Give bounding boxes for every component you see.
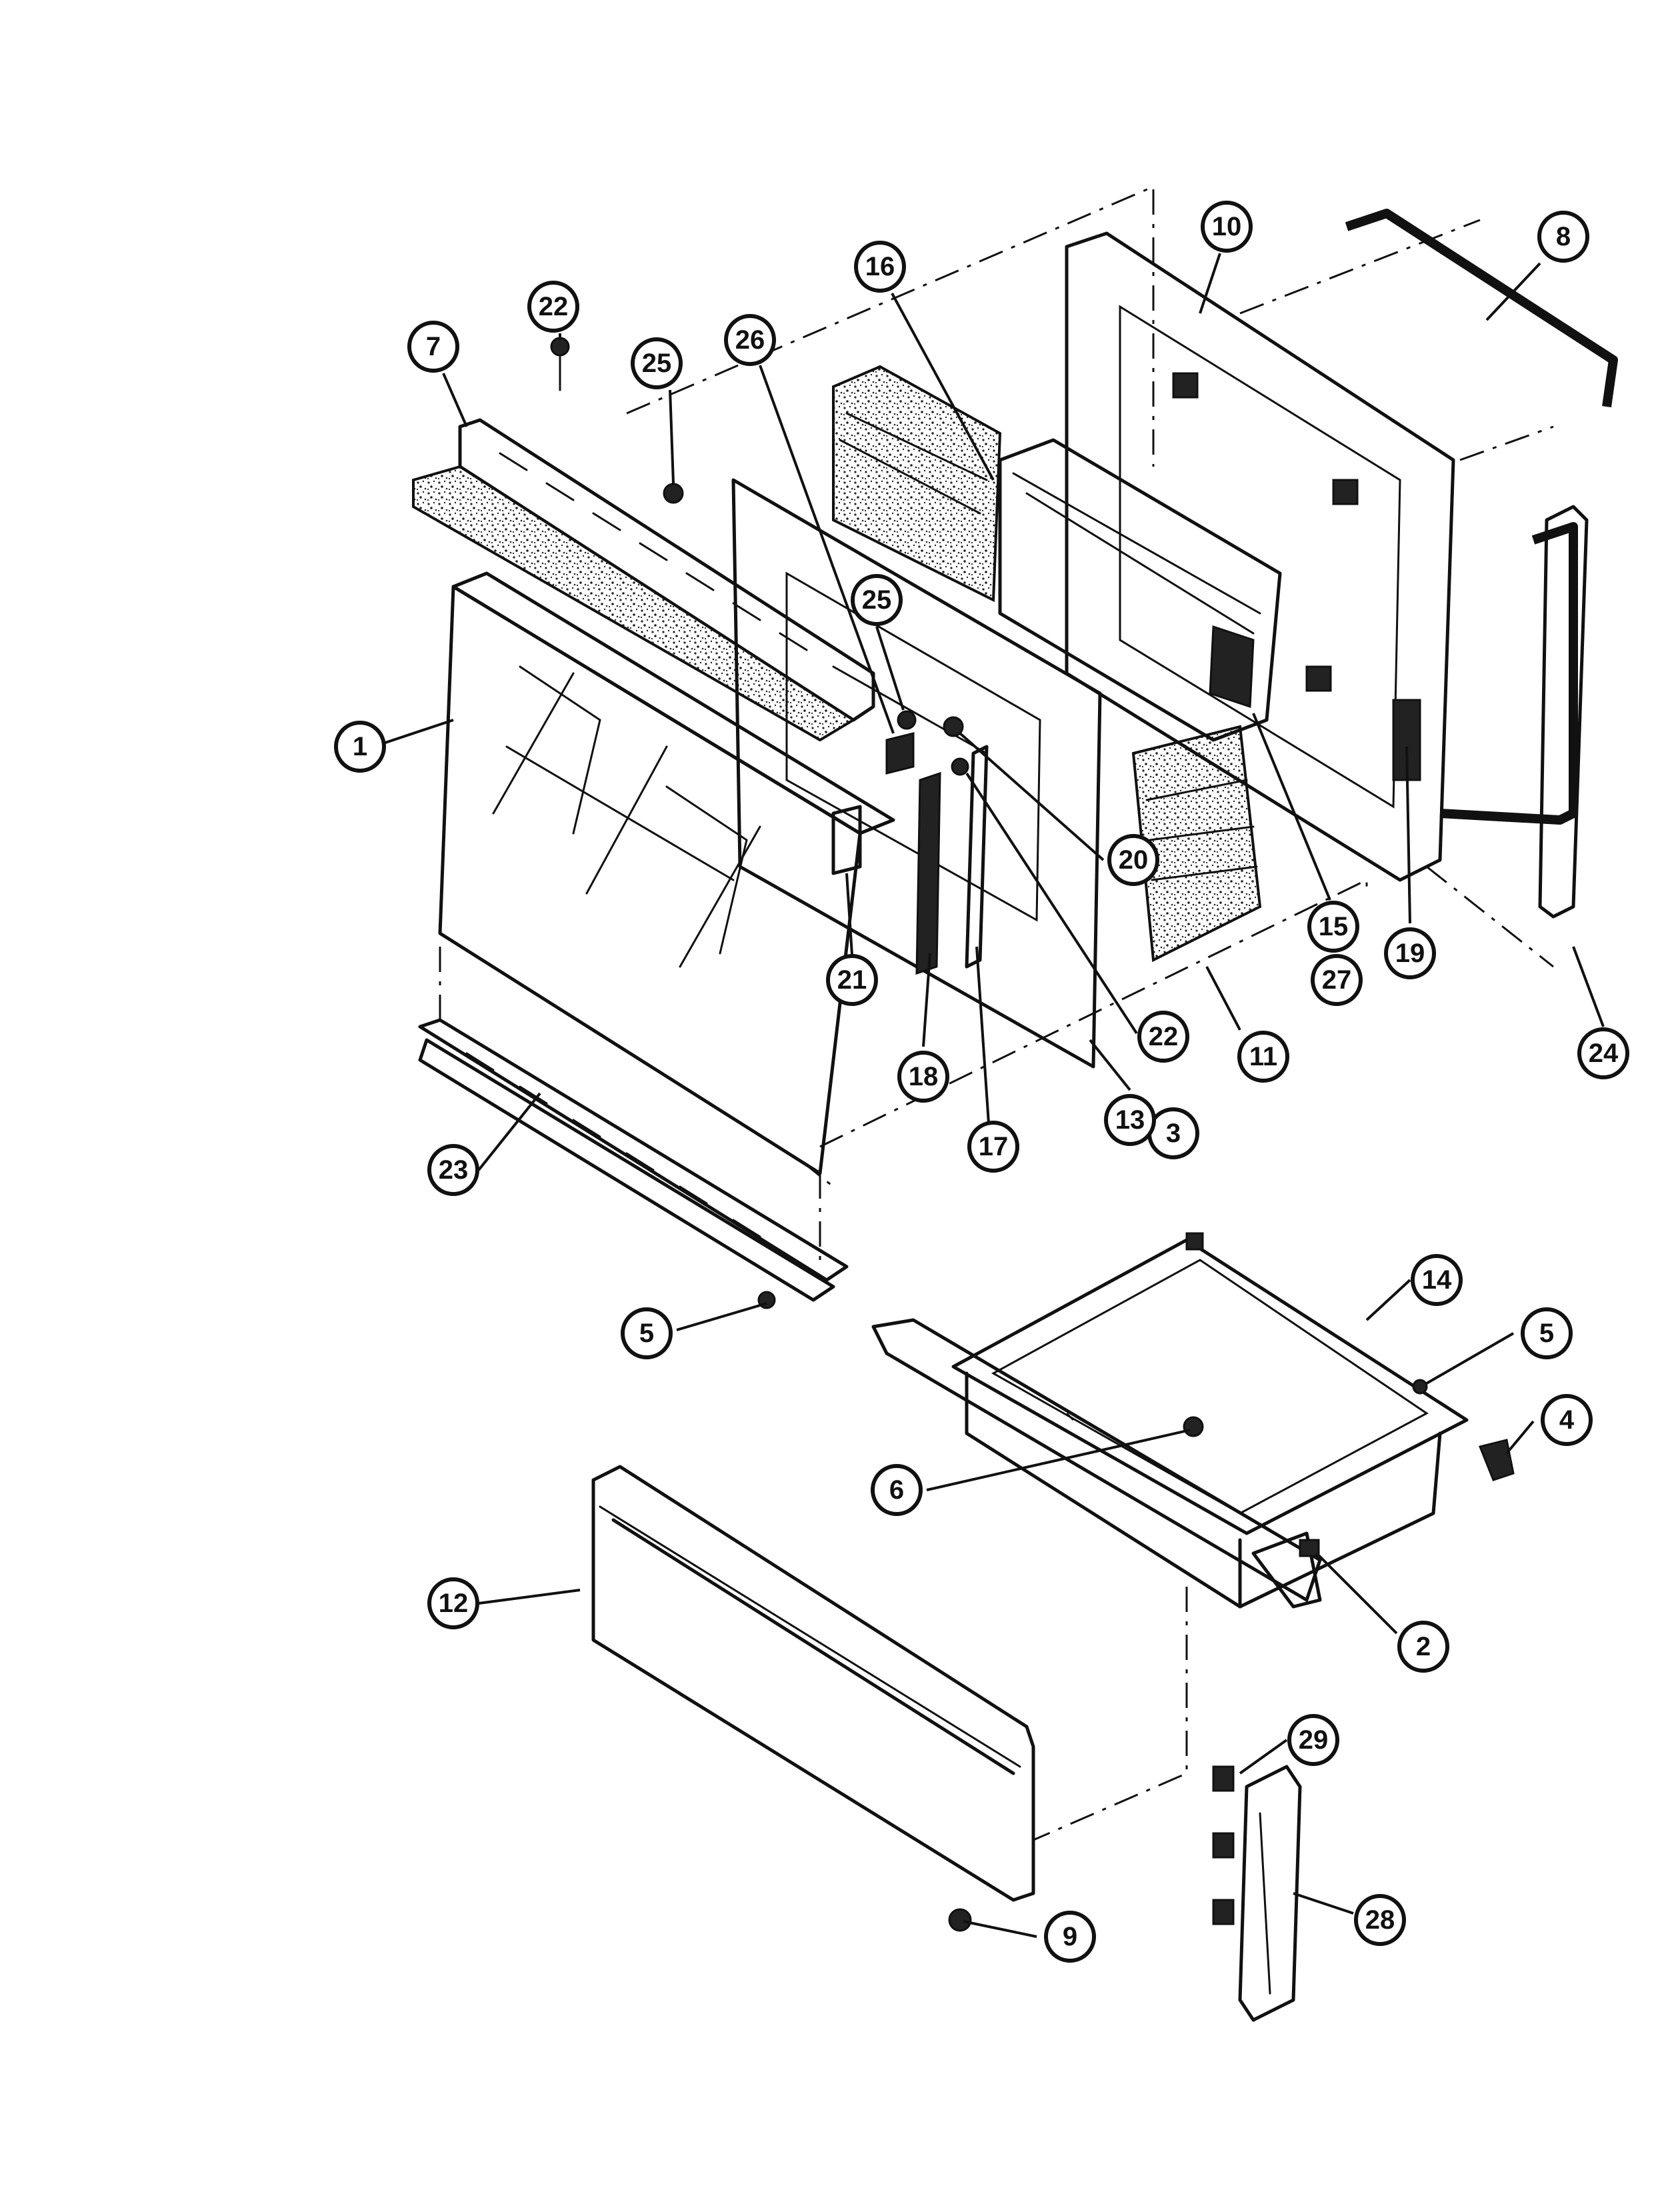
hinge-part-17 xyxy=(965,745,989,969)
callout-27-label: 27 xyxy=(1322,965,1352,995)
callout-leaders xyxy=(383,253,1605,1938)
callout-8: 8 xyxy=(1537,211,1589,263)
callout-8-label: 8 xyxy=(1556,222,1571,251)
callout-16-label: 16 xyxy=(865,252,895,281)
clip-part-26 xyxy=(885,732,915,775)
callout-13-label: 13 xyxy=(1115,1105,1145,1135)
callout-18-label: 18 xyxy=(909,1062,939,1091)
door-side-trim-part-24 xyxy=(1538,505,1589,919)
top-trim-slots xyxy=(499,452,808,651)
callout-14: 14 xyxy=(1411,1254,1463,1306)
callout-25-mid: 25 xyxy=(851,574,903,626)
callout-7-label: 7 xyxy=(426,332,441,361)
callout-11: 11 xyxy=(1237,1031,1289,1083)
door-liner-frame-part-10 xyxy=(1065,231,1455,882)
callout-11-label: 11 xyxy=(1249,1042,1277,1071)
callout-20-label: 20 xyxy=(1119,845,1149,875)
callout-1-label: 1 xyxy=(353,732,367,761)
callout-25-top: 25 xyxy=(631,337,683,389)
callout-23-label: 23 xyxy=(439,1155,469,1185)
callout-26: 26 xyxy=(724,314,776,366)
callout-23: 23 xyxy=(427,1144,479,1196)
callout-25-mid-label: 25 xyxy=(862,585,892,615)
callout-29: 29 xyxy=(1287,1714,1339,1766)
callout-16: 16 xyxy=(854,241,906,293)
callout-1: 1 xyxy=(334,721,386,773)
door-gasket-part-8 xyxy=(1345,209,1618,825)
callout-4: 4 xyxy=(1541,1394,1593,1446)
callout-5-drawer: 5 xyxy=(1521,1307,1573,1359)
drawer-screw-part-9 xyxy=(948,1908,972,1932)
callout-21-label: 21 xyxy=(837,965,867,995)
side-trim-part-28 xyxy=(1238,1765,1302,2022)
bracket-part-21 xyxy=(831,805,862,875)
bottom-door-trim-part-23 xyxy=(418,1018,849,1302)
callout-19-label: 19 xyxy=(1395,939,1425,968)
callout-28-label: 28 xyxy=(1365,1905,1395,1935)
callout-4-label: 4 xyxy=(1559,1405,1575,1435)
drawer-clip-part-2 xyxy=(1299,1539,1320,1557)
callout-22-top-label: 22 xyxy=(539,292,569,321)
pads-part-29 xyxy=(1212,1765,1235,1925)
callout-10: 10 xyxy=(1201,201,1253,253)
callout-24: 24 xyxy=(1577,1027,1629,1079)
callout-6-label: 6 xyxy=(889,1475,904,1505)
callout-24-label: 24 xyxy=(1589,1039,1619,1068)
callout-5-drawer-label: 5 xyxy=(1539,1319,1554,1348)
callout-14-label: 14 xyxy=(1422,1265,1452,1295)
spacer-part-20 xyxy=(943,716,964,737)
hinge-cover-part-18 xyxy=(915,771,941,975)
screw-part-25-mid xyxy=(897,710,917,730)
callout-19: 19 xyxy=(1384,927,1436,979)
callout-20: 20 xyxy=(1107,834,1159,886)
callout-27: 27 xyxy=(1311,954,1363,1006)
callout-10-label: 10 xyxy=(1212,212,1242,241)
callout-2-label: 2 xyxy=(1416,1632,1431,1661)
callout-29-label: 29 xyxy=(1299,1725,1329,1755)
callout-13: 13 xyxy=(1104,1094,1156,1146)
callout-9: 9 xyxy=(1044,1911,1096,1963)
inner-glass-pack-part-15 xyxy=(998,438,1282,742)
callout-22-top: 22 xyxy=(527,281,579,333)
drawer-stop-part-4 xyxy=(1478,1439,1515,1481)
inner-door-panel-part-13 xyxy=(731,478,1102,1069)
callout-2: 2 xyxy=(1397,1621,1449,1673)
callout-28: 28 xyxy=(1354,1894,1406,1946)
callout-12-label: 12 xyxy=(439,1589,469,1618)
screw-part-25-top xyxy=(663,483,684,504)
callout-9-label: 9 xyxy=(1063,1922,1077,1951)
callout-22-mid-label: 22 xyxy=(1149,1022,1179,1051)
callout-21: 21 xyxy=(826,954,878,1006)
callout-17-label: 17 xyxy=(979,1132,1009,1161)
screw-part-22-top xyxy=(550,337,570,391)
callout-22-mid: 22 xyxy=(1137,1011,1189,1063)
top-trim-part-7 xyxy=(412,418,875,742)
callout-26-label: 26 xyxy=(735,325,765,355)
callout-5-trim-label: 5 xyxy=(639,1319,654,1348)
callout-5-trim: 5 xyxy=(621,1307,673,1359)
callout-25-top-label: 25 xyxy=(642,349,672,378)
callout-6: 6 xyxy=(871,1464,923,1516)
screw-part-6 xyxy=(1183,1416,1204,1437)
drawer-pan-part-14 xyxy=(871,1232,1469,1609)
callout-3-label: 3 xyxy=(1166,1119,1181,1148)
callout-17: 17 xyxy=(967,1121,1019,1173)
callout-15-label: 15 xyxy=(1319,912,1349,941)
screw-part-22-mid xyxy=(951,757,969,776)
callout-12: 12 xyxy=(427,1577,479,1629)
screw-part-5-drawer xyxy=(1412,1379,1428,1395)
callout-7: 7 xyxy=(407,321,459,373)
callout-15: 15 xyxy=(1307,901,1359,953)
door-insulation-part-11 xyxy=(832,365,1262,963)
outer-door-glass-part-1 xyxy=(438,571,895,1175)
callout-18: 18 xyxy=(897,1051,949,1103)
callout-3: 3 xyxy=(1147,1107,1199,1159)
drawer-front-panel-part-12 xyxy=(591,1465,1035,1902)
assembly-guide-lines xyxy=(439,185,1554,1841)
